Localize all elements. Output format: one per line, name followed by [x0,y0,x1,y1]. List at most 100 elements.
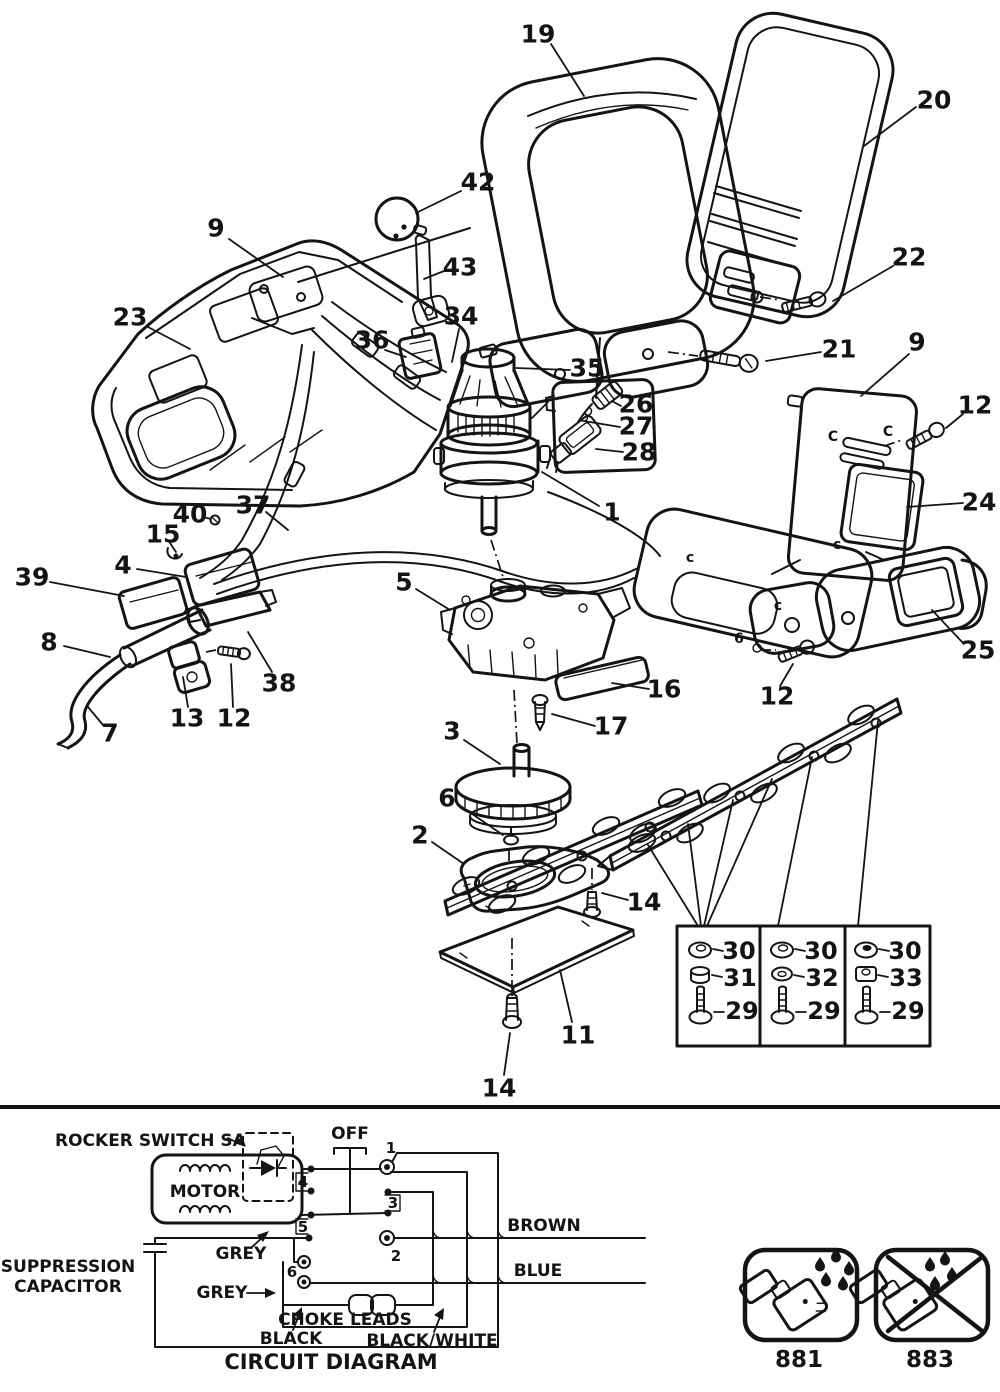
part-switch [397,326,443,380]
screw-12-top [883,421,945,450]
part-lever [412,234,450,328]
housing-mark: c [686,550,694,566]
part-gear [454,743,572,835]
callout-22: 22 [892,243,927,272]
callout-26: 26 [619,390,654,419]
motor-label: MOTOR [170,1182,241,1202]
choke-leads-label: CHOKE LEADS [278,1310,412,1330]
callout-2: 2 [411,821,428,850]
callout-36: 36 [355,326,390,355]
housing-mark: C [883,424,893,440]
callout-leader-lines [49,43,964,1076]
callout-14-lower: 14 [482,1074,517,1103]
callout-15: 15 [146,520,181,549]
part-blade-right [597,697,903,872]
part-grommet [374,196,428,242]
oil-allowed-icon [738,1247,860,1343]
oil-allowed-number: 881 [775,1347,823,1373]
circuit-diagram-caption: CIRCUIT DIAGRAM [224,1350,437,1374]
table-col1-30: 30 [722,937,755,965]
terminal-6: 6 [287,1263,297,1281]
terminal-1: 1 [386,1139,396,1157]
callout-6: 6 [438,784,455,813]
callout-37: 37 [236,491,271,520]
callout-5: 5 [395,568,412,597]
blade-hardware-reference-lines [647,720,879,927]
callout-12-bottom: 12 [760,682,795,711]
part-gearbox [440,578,631,682]
callout-19: 19 [521,20,556,49]
screw-12-bottom [760,639,815,663]
part-blade-bar-16 [554,655,650,702]
black-white-wire-label: BLACK/WHITE [366,1331,497,1351]
housing-mark: C [828,429,838,445]
callout-3: 3 [443,717,460,746]
table-col1-29: 29 [725,997,758,1025]
callout-20: 20 [917,86,952,115]
callout-21: 21 [822,335,857,364]
screw-17 [531,694,549,731]
callout-42: 42 [461,168,496,197]
screw-14-upper [583,868,601,918]
housing-mark: c [833,537,841,553]
blue-wire-label: BLUE [514,1261,563,1281]
black-wire-label: BLACK [260,1329,323,1349]
hardware-table: 30 31 29 30 32 29 30 33 29 [675,924,932,1048]
lubrication-icons: 881 883 [738,1247,991,1373]
table-col3-30: 30 [888,937,921,965]
callout-40: 40 [173,500,208,529]
brown-wire-label: BROWN [507,1216,580,1236]
oil-prohibited-icon [848,1247,991,1343]
part-guard-frame [685,11,895,325]
callout-1: 1 [603,498,620,527]
part-motor [433,343,551,862]
terminal-4: 4 [298,1173,308,1191]
terminal-5: 5 [298,1218,308,1236]
callout-34: 34 [444,302,479,331]
callout-labels: 19 20 42 43 9 23 36 34 35 26 27 28 22 21… [15,20,997,1103]
callout-11: 11 [561,1021,596,1050]
part-right-housing: C C c c c 6 [632,387,988,659]
callout-4: 4 [114,551,131,580]
off-label: OFF [331,1124,369,1144]
grey-upper-label: GREY [216,1244,268,1264]
callout-35: 35 [570,354,605,383]
circuit-diagram: MOTOR ROCKER SWITCH SA OFF 4 1 6 3 5 2 B… [1,1124,646,1374]
suppression-label-line2: CAPACITOR [14,1277,122,1297]
callout-9-left: 9 [207,214,224,243]
callout-14-upper: 14 [627,888,662,917]
table-col2-29: 29 [807,997,840,1025]
terminal-3: 3 [388,1194,398,1212]
callout-27: 27 [619,412,654,441]
callout-23: 23 [113,303,148,332]
table-col3-29: 29 [891,997,924,1025]
table-col2-30: 30 [804,937,837,965]
part-left-housing [91,227,471,508]
callout-28: 28 [622,438,657,467]
callout-43: 43 [443,253,478,282]
callout-12-top: 12 [958,391,993,420]
grey-lower-label: GREY [197,1283,249,1303]
terminal-2: 2 [391,1247,401,1265]
part-cover-plate [438,905,635,994]
callout-13: 13 [170,704,205,733]
table-col1-31: 31 [723,964,756,992]
housing-mark: 6 [734,631,744,647]
exploded-view: C C c c c 6 [15,11,997,1103]
wiring-harness [199,301,661,595]
part-pin [503,827,519,846]
callout-17: 17 [594,712,629,741]
brush-kit-box [531,378,657,474]
callout-38: 38 [262,669,297,698]
rocker-switch-label: ROCKER SWITCH SA [55,1131,247,1151]
screw-22 [759,291,827,313]
callout-9-right: 9 [908,328,925,357]
table-col3-33: 33 [889,964,922,992]
housing-mark: c [774,598,782,614]
suppression-label-line1: SUPPRESSION [1,1257,135,1277]
callout-39: 39 [15,563,50,592]
screw-21 [667,349,759,373]
table-col2-32: 32 [805,964,838,992]
screw-14-lower [502,980,522,1029]
